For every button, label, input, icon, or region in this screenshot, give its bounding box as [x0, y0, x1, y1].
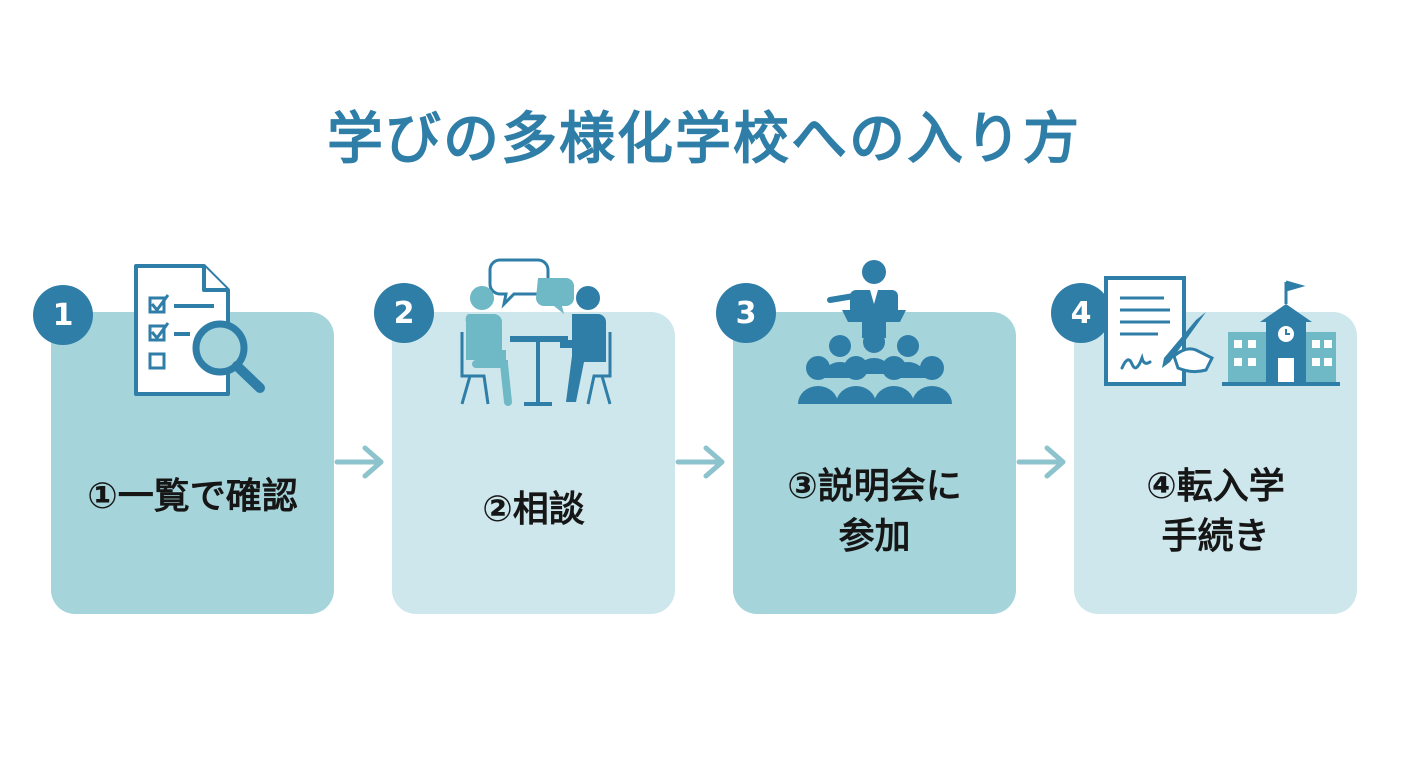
briefing-session-icon	[798, 260, 952, 404]
consultation-icon	[460, 258, 612, 406]
step-3-label: ③説明会に 参加	[733, 462, 1016, 562]
arrow-right-icon	[334, 445, 384, 479]
transfer-procedure-icon	[1104, 276, 1340, 386]
step-3-label-line-1: ③説明会に	[787, 466, 962, 507]
step-4-badge: 4	[1051, 283, 1111, 343]
step-3-label-line-2: 参加	[838, 516, 911, 557]
step-4-label-line-1: ④転入学	[1146, 466, 1285, 507]
step-1-label-line-1: ①一覧で確認	[87, 476, 298, 517]
checklist-search-icon	[134, 264, 265, 396]
step-4-label: ④転入学 手続き	[1074, 462, 1357, 562]
step-4-label-line-2: 手続き	[1161, 516, 1270, 557]
step-3-badge: 3	[716, 283, 776, 343]
step-2-label-line-1: ②相談	[482, 489, 585, 530]
arrow-right-icon	[675, 445, 725, 479]
page-title: 学びの多様化学校への入り方	[327, 107, 1081, 172]
arrow-right-icon	[1016, 445, 1066, 479]
step-1-label: ①一覧で確認	[51, 472, 334, 522]
step-2-label: ②相談	[392, 485, 675, 535]
step-1-badge: 1	[33, 285, 93, 345]
step-2-badge: 2	[374, 283, 434, 343]
step-card-2: ②相談	[392, 312, 675, 614]
